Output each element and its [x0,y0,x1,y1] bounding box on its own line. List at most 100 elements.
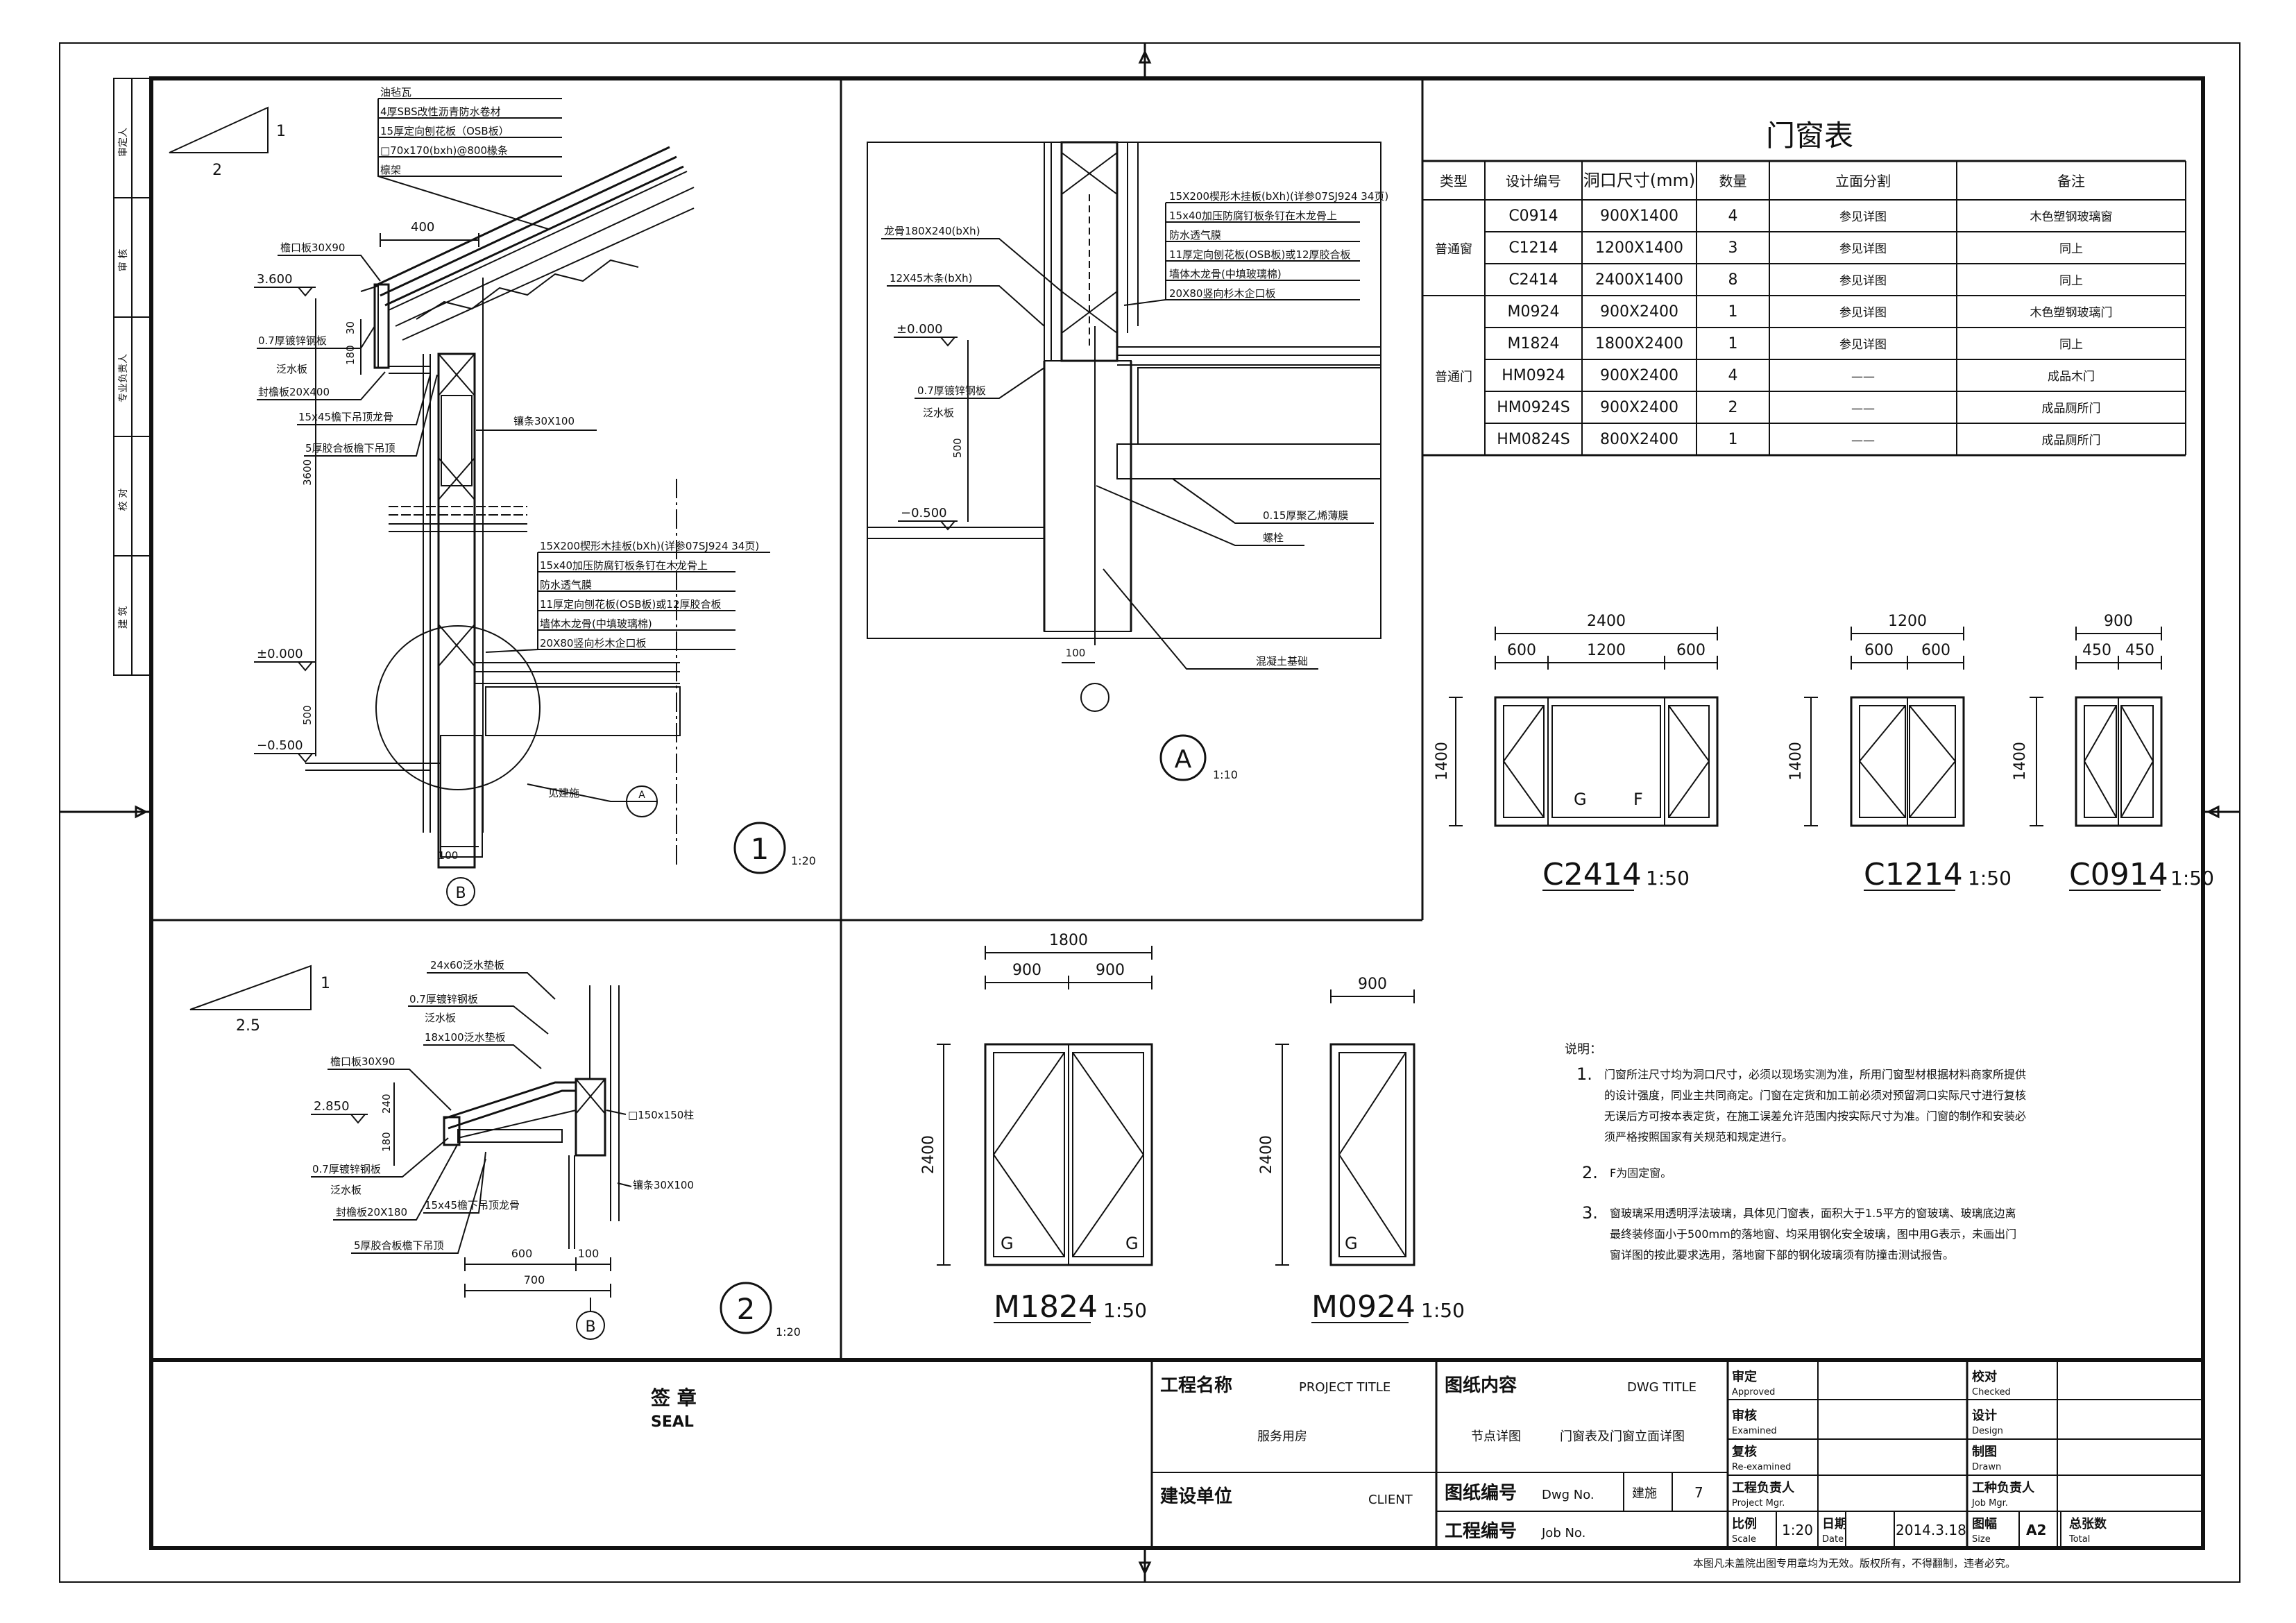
m1824-w: 1800 [1049,932,1088,949]
c0914-scale: 1:50 [2170,867,2214,890]
dwg-title-en: DWG TITLE [1627,1380,1697,1395]
detail-a: 15X200楔形木挂板(bXh)(详参07SJ924 34页) 15x40加压防… [867,141,1388,781]
date-cn: 日期 [1822,1517,1847,1531]
sidebar-label-2: 审 核 [118,249,129,271]
seal-en: SEAL [651,1413,694,1431]
table-cell: HM0924 [1502,367,1565,384]
sidebar-label-5: 建 筑 [118,606,129,629]
title-block: 签 章 SEAL 工程名称 PROJECT TITLE 服务用房 建设单位 CL… [651,1360,2203,1570]
wall-layer-6: 20X80竖向杉木企口板 [540,637,646,649]
approved-cn: 审定 [1732,1369,1757,1384]
wood-strip-label: 12X45木条(bXh) [890,272,972,284]
table-cell: —— [1851,402,1875,416]
m1824-scale: 1:50 [1103,1299,1147,1322]
d2-strip: 镶条30X100 [633,1179,694,1191]
note-2-text: F为固定窗。 [1610,1166,1672,1180]
d2-label-3: 泛水板 [425,1012,456,1024]
m1824-p2: 900 [1096,962,1125,979]
axis-b-2: B [585,1318,595,1336]
dwg-no-a: 建施 [1632,1486,1657,1501]
c2414-scale: 1:50 [1646,867,1690,890]
flashing-label: 0.7厚镀锌钢板 [258,334,327,347]
table-cell: 900X2400 [1600,303,1678,321]
roof-layer-5: 檩架 [380,164,401,176]
eave-board-label: 檐口板30X90 [280,241,345,254]
note-1-line-3: 无误后方可按本表定货，在施工误差允许范围内按实际尺寸为准。门窗的制作和安装必 [1604,1110,2026,1123]
table-cell: 1 [1728,303,1738,321]
detail-a-layer-1: 15X200楔形木挂板(bXh)(详参07SJ924 34页) [1169,190,1388,203]
c1214-name: C1214 [1864,857,1963,892]
table-cell: 参见详图 [1839,338,1887,352]
table-cell: 参见详图 [1839,306,1887,320]
detail-scale-2: 1:20 [776,1325,801,1339]
checked-cn: 校对 [1972,1369,1997,1384]
table-cell: 4 [1728,207,1738,225]
d2-dim-240: 240 [380,1094,393,1114]
m0924-name: M0924 [1311,1289,1415,1325]
axis-b-1: B [455,885,466,902]
table-cell: 成品厕所门 [2042,402,2101,416]
d2-post: □150x150柱 [628,1109,694,1121]
roof-layer-4: □70x170(bxh)@800椽条 [380,144,508,157]
drawn-cn: 制图 [1972,1445,1997,1459]
elev-c0914: 900 450 450 1400 C0914 1:50 [2012,613,2214,892]
m1824-p1: 900 [1012,962,1041,979]
table-cell: 2 [1728,399,1738,416]
sidebar-label-4: 校 对 [117,488,129,511]
ref-a: A [638,790,645,801]
table-header-4: 立面分割 [1835,173,1891,189]
m0924-scale: 1:50 [1421,1299,1465,1322]
table-cell: 同上 [2059,242,2083,256]
dwg-title-1: 节点详图 [1471,1429,1521,1444]
c2414-p2: 1200 [1587,642,1626,659]
c1214-w: 1200 [1888,613,1927,630]
dwg-no-b: 7 [1694,1484,1703,1501]
dim-3600: 3600 [301,459,314,486]
note-3-line-1: 窗玻璃采用透明浮法玻璃，具体见门窗表，面积大于1.5平方的窗玻璃、玻璃底边离 [1610,1207,2016,1220]
client-en: CLIENT [1368,1493,1413,1507]
approved-en: Approved [1732,1387,1775,1397]
detail-a-layer-4: 11厚定向刨花板(OSB板)或12厚胶合板 [1169,248,1351,261]
d2-label-2: 0.7厚镀锌钢板 [409,993,478,1005]
checked-en: Checked [1972,1387,2011,1397]
scale-val: 1:20 [1782,1522,1813,1538]
drawn-en: Drawn [1972,1462,2001,1472]
wall-layer-4: 11厚定向刨花板(OSB板)或12厚胶合板 [540,598,722,611]
c0914-h: 1400 [2012,742,2029,781]
total-en: Total [2068,1534,2090,1545]
axis-circle-a [1080,683,1109,712]
note-1-line-1: 门窗所注尺寸均为洞口尺寸，必须以现场实测为准，所用门窗型材根据材料商家所提供 [1604,1068,2026,1081]
detail-a-layer-6: 20X80竖向杉木企口板 [1169,287,1275,300]
note-1-line-2: 的设计强度，同业主共同商定。门窗在定货和加工前必须对预留洞口实际尺寸进行复核 [1604,1089,2026,1102]
elev-000-1: ±0.000 [257,647,303,661]
detail-a-letter: A [1175,745,1192,774]
d2-label-4: 18x100泛水垫板 [425,1031,506,1044]
concrete-label: 混凝土基础 [1256,655,1308,668]
elev-2850: 2.850 [314,1099,350,1114]
notes: 说明： 1. 门窗所注尺寸均为洞口尺寸，必须以现场实测为准，所用门窗型材根据材料… [1565,1042,2026,1261]
table-cell: C1214 [1508,239,1558,257]
d2-label-1: 24x60泛水垫板 [430,959,504,971]
table-cell: 成品木门 [2048,370,2095,384]
table-cell: 1 [1728,431,1738,448]
d2-ply: 5厚胶合板檐下吊顶 [354,1239,444,1252]
d2-soffit: 封檐板20X180 [336,1206,407,1218]
center-marks [60,43,2240,1582]
roof-layer-3: 15厚定向刨花板（OSB板） [380,125,509,137]
c2414-p1: 600 [1507,642,1536,659]
job-no-en: Job No. [1541,1526,1585,1540]
table-header-5: 备注 [2057,173,2085,189]
reexamined-en: Re-examined [1732,1462,1791,1472]
c2414-name: C2414 [1542,857,1642,892]
table-cell: 参见详图 [1839,210,1887,224]
detail-a-layer-2: 15x40加压防腐钉板条钉在木龙骨上 [1169,210,1337,222]
soffit-label: 封檐板20X400 [258,386,330,398]
membrane-label: 0.15厚聚乙烯薄膜 [1263,509,1348,522]
table-cell: C2414 [1508,271,1558,289]
detail-2: 1 2.5 24x60泛水垫板 0.7厚镀锌钢板 泛水板 18x100泛水垫板 … [189,959,801,1340]
table-cell: M1824 [1508,335,1560,352]
detail-a-flash: 0.7厚镀锌钢板 [917,384,986,397]
